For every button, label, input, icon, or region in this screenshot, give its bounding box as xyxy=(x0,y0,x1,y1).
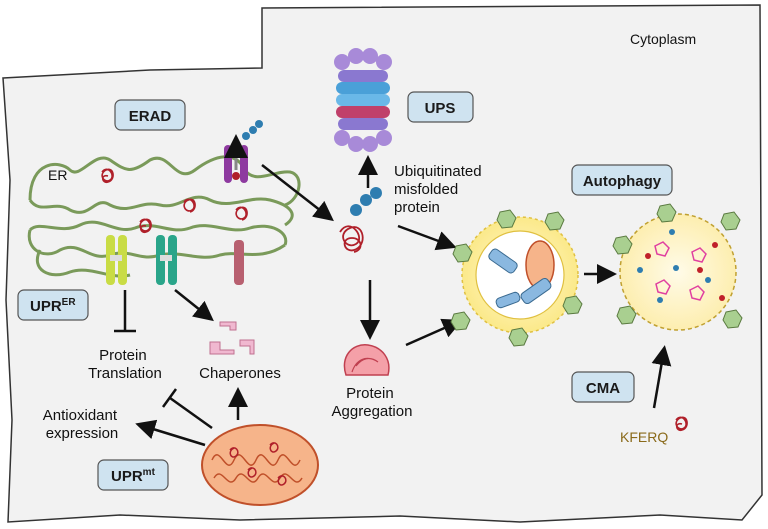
misfolded-protein-icon xyxy=(101,168,248,234)
autophagosome-icon xyxy=(450,209,583,347)
erad-box xyxy=(114,99,186,131)
arrow-aggregation-to-autophagosome xyxy=(405,318,463,347)
autolysosome-icon xyxy=(612,203,743,331)
ups-box xyxy=(407,91,474,123)
autophagy-box xyxy=(571,164,673,196)
protein-aggregate-icon xyxy=(343,344,390,376)
chaperone-icons xyxy=(209,321,255,355)
kferq-label: KFERQ xyxy=(620,429,668,445)
upr-er-box xyxy=(17,289,89,321)
er-label: ER xyxy=(48,167,67,183)
ubiquitinated-protein-icon xyxy=(339,187,382,253)
protein-aggregation-label: Protein Aggregation xyxy=(332,385,413,420)
ups-label: UPS xyxy=(425,100,456,117)
erad-channel-icon xyxy=(224,120,263,183)
upr-er-label: UPRER xyxy=(30,297,76,315)
upr-er-sensor-icons xyxy=(106,235,244,285)
cma-label: CMA xyxy=(586,380,620,397)
inhibition-arrow xyxy=(114,290,136,333)
inhibition-mito-translation xyxy=(161,388,213,430)
upr-mt-label: UPRmt xyxy=(111,467,156,485)
endoplasmic-reticulum xyxy=(27,155,301,278)
arrow-to-chaperones xyxy=(174,289,214,322)
arrow-cma-to-lysosome xyxy=(651,345,672,409)
upr-mt-box xyxy=(97,459,169,491)
cma-box xyxy=(571,371,635,403)
arrow-mito-to-antioxidant xyxy=(135,419,206,447)
antioxidant-label: Antioxidant expression xyxy=(43,407,121,442)
cytoplasm-label: Cytoplasm xyxy=(630,31,696,47)
proteasome-icon xyxy=(334,48,392,152)
arrow-to-autophagosome xyxy=(397,224,457,251)
autophagy-label: Autophagy xyxy=(583,173,662,190)
ubiquitinated-label: Ubiquitinated misfolded protein xyxy=(394,163,486,216)
chaperones-label: Chaperones xyxy=(199,365,281,382)
protein-translation-label: Protein Translation xyxy=(88,347,162,382)
erad-label: ERAD xyxy=(129,108,172,125)
kferq-protein-icon xyxy=(675,416,688,432)
arrow-erad-to-ubiquitinated xyxy=(261,164,334,222)
mitochondrion-icon xyxy=(201,424,319,506)
